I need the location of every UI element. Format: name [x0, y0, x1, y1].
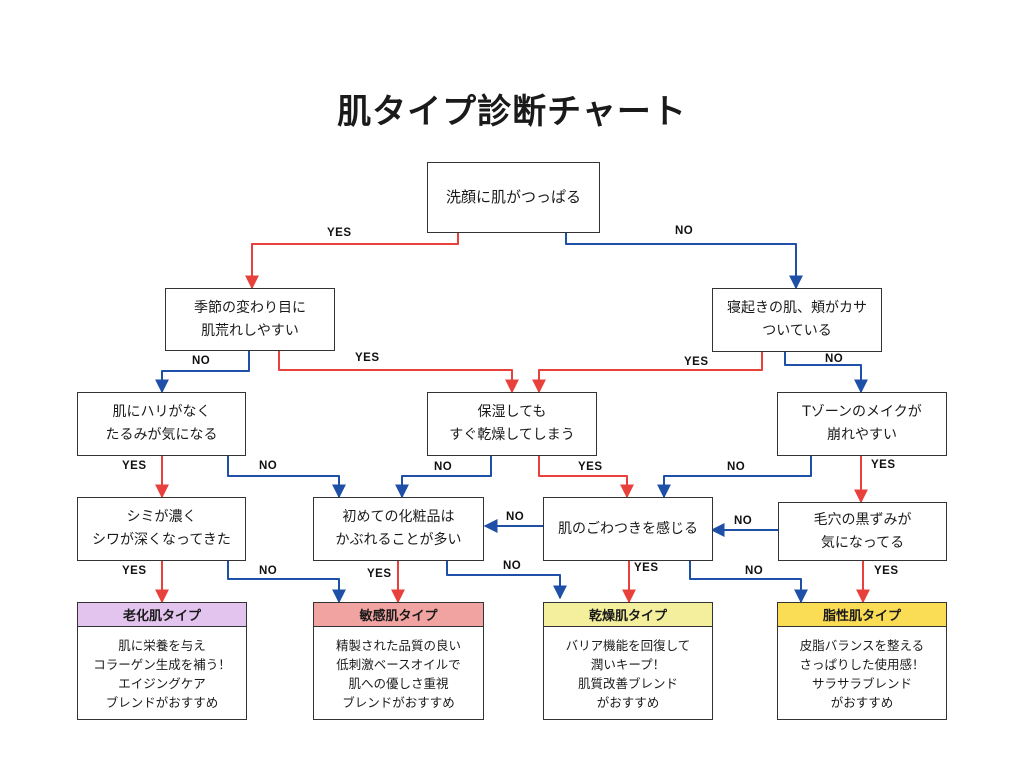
edge-q1-yes	[245, 233, 459, 290]
result-aging-line-4: ブレンドがおすすめ	[105, 695, 219, 710]
result-oily-line-3: サラサラブレンド	[811, 676, 912, 691]
chart-title: 肌タイプ診断チャート	[337, 92, 687, 132]
result-dry-title: 乾燥肌タイプ	[588, 609, 667, 624]
label-q9-no: NO	[506, 511, 525, 523]
question-q8: 初めての化粧品は かぶれることが多い	[313, 497, 484, 561]
result-aging-line-2: コラーゲン生成を補う！	[93, 657, 231, 672]
result-oily-header: 脂性肌タイプ	[778, 603, 946, 627]
label-q1-yes: YES	[327, 227, 352, 239]
q6-line-2: 崩れやすい	[827, 427, 897, 443]
q4-line-2: たるみが気になる	[105, 427, 218, 443]
question-q2: 季節の変わり目に 肌荒れしやすい	[165, 288, 335, 351]
result-oily: 脂性肌タイプ 皮脂バランスを整える さっぱりした使用感！ サラサラブレンド がお…	[777, 602, 947, 720]
edge-q2-yes	[278, 350, 519, 394]
question-q6: Tゾーンのメイクが 崩れやすい	[777, 392, 947, 456]
result-dry: 乾燥肌タイプ バリア機能を回復して 潤いキープ！ 肌質改善ブレンド がおすすめ	[543, 602, 713, 720]
label-q5-yes: YES	[578, 461, 603, 473]
result-oily-body: 皮脂バランスを整える さっぱりした使用感！ サラサラブレンド がおすすめ	[778, 627, 946, 721]
edge-q8-no	[446, 560, 567, 600]
result-sensitive-line-3: 肌への優しさ重視	[348, 676, 449, 691]
result-aging-line-1: 肌に栄養を与え	[118, 638, 206, 653]
question-q1: 洗顔に肌がつっぱる	[427, 162, 600, 233]
q5-line-1: 保湿しても	[477, 404, 547, 420]
result-aging-line-3: エイジングケア	[118, 676, 206, 691]
edge-q4-no	[227, 455, 346, 499]
q5-line-2: すぐ乾燥してしまう	[449, 427, 575, 443]
result-aging-body: 肌に栄養を与え コラーゲン生成を補う！ エイジングケア ブレンドがおすすめ	[78, 627, 246, 721]
edge-q5-no	[395, 455, 492, 499]
q10-line-2: 気になってる	[820, 534, 905, 551]
label-q10-no: NO	[734, 515, 753, 527]
result-oily-line-2: さっぱりした使用感！	[799, 657, 925, 672]
q7-line-2: シワが深くなってきた	[92, 532, 231, 548]
question-q4: 肌にハリがなく たるみが気になる	[77, 392, 246, 456]
result-oily-line-1: 皮脂バランスを整える	[799, 638, 925, 653]
label-q7-no: NO	[259, 565, 278, 577]
result-sensitive-line-2: 低刺激ベースオイルで	[336, 657, 461, 672]
result-dry-line-4: がおすすめ	[596, 695, 660, 710]
q2-line-2: 肌荒れしやすい	[201, 322, 299, 339]
q1-line-1: 洗顔に肌がつっぱる	[445, 188, 581, 206]
result-aging-title: 老化肌タイプ	[122, 609, 201, 624]
edge-q2-no	[155, 350, 250, 394]
label-q4-no: NO	[259, 460, 278, 472]
edge-q3-yes	[532, 351, 763, 394]
q4-line-1: 肌にハリがなく	[112, 404, 211, 420]
edge-q6-no	[657, 455, 812, 499]
question-q7: シミが濃く シワが深くなってきた	[77, 497, 246, 561]
result-oily-title: 脂性肌タイプ	[822, 609, 901, 624]
result-dry-line-1: バリア機能を回復して	[565, 638, 691, 653]
label-q1-no: NO	[675, 225, 694, 237]
result-aging-header: 老化肌タイプ	[78, 603, 246, 627]
q9-line-1: 肌のごわつきを感じる	[558, 520, 698, 537]
result-sensitive-title: 敏感肌タイプ	[359, 609, 438, 624]
edge-q5-yes	[538, 455, 634, 499]
q10-line-1: 毛穴の黒ずみが	[813, 511, 912, 528]
edge-q9-no-2	[689, 560, 808, 604]
q7-line-1: シミが濃く	[126, 509, 197, 525]
label-q7-yes: YES	[122, 565, 147, 577]
label-q6-yes: YES	[871, 459, 896, 471]
result-sensitive-line-1: 精製された品質の良い	[335, 638, 461, 653]
result-aging: 老化肌タイプ 肌に栄養を与え コラーゲン生成を補う！ エイジングケア ブレンドが…	[77, 602, 247, 720]
result-sensitive: 敏感肌タイプ 精製された品質の良い 低刺激ベースオイルで 肌への優しさ重視 ブレ…	[313, 602, 484, 720]
result-sensitive-body: 精製された品質の良い 低刺激ベースオイルで 肌への優しさ重視 ブレンドがおすすめ	[314, 627, 483, 721]
edge-q3-no	[784, 351, 868, 394]
edge-q7-no	[227, 560, 346, 604]
label-q6-no: NO	[727, 461, 746, 473]
label-q8-no: NO	[503, 560, 522, 572]
label-q3-yes: YES	[684, 356, 709, 368]
label-q5-no: NO	[434, 461, 453, 473]
label-q2-no: NO	[192, 355, 211, 367]
q8-line-2: かぶれることが多い	[335, 532, 462, 548]
edge-q1-no	[565, 233, 803, 290]
question-q5: 保湿しても すぐ乾燥してしまう	[427, 392, 597, 456]
question-q3: 寝起きの肌、頬がカサ ついている	[712, 288, 882, 352]
question-q10: 毛穴の黒ずみが 気になってる	[778, 502, 947, 561]
result-sensitive-line-4: ブレンドがおすすめ	[342, 695, 455, 710]
q6-line-1: Tゾーンのメイクが	[802, 404, 922, 420]
label-q9-yes: YES	[634, 562, 659, 574]
q8-line-1: 初めての化粧品は	[342, 509, 455, 525]
label-q8-yes: YES	[367, 568, 392, 580]
q3-line-2: ついている	[762, 323, 832, 339]
label-q3-no: NO	[825, 353, 844, 365]
label-q9-no-2: NO	[745, 565, 764, 577]
result-oily-line-4: がおすすめ	[830, 695, 894, 710]
result-dry-body: バリア機能を回復して 潤いキープ！ 肌質改善ブレンド がおすすめ	[544, 627, 712, 721]
result-dry-header: 乾燥肌タイプ	[544, 603, 712, 627]
label-q10-yes: YES	[874, 565, 899, 577]
result-dry-line-2: 潤いキープ！	[590, 657, 666, 672]
q2-line-1: 季節の変わり目に	[194, 299, 306, 316]
q3-line-1: 寝起きの肌、頬がカサ	[727, 300, 867, 316]
result-sensitive-header: 敏感肌タイプ	[314, 603, 483, 627]
label-q4-yes: YES	[122, 460, 147, 472]
label-q2-yes: YES	[355, 352, 380, 364]
result-dry-line-3: 肌質改善ブレンド	[577, 676, 678, 691]
question-q9: 肌のごわつきを感じる	[543, 497, 713, 561]
